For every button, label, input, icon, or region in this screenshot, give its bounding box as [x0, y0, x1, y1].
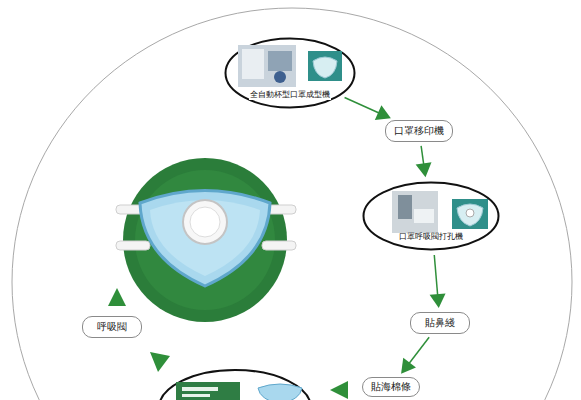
- ellipse-outline: [226, 39, 355, 108]
- cycle-outline: [12, 8, 572, 400]
- step-caption: 全自動杯型口罩成型機: [249, 91, 331, 100]
- flow-arrow: [416, 146, 432, 177]
- step-label: 口罩移印機: [394, 125, 444, 137]
- step-label: 貼海棉條: [371, 381, 411, 393]
- step-label: 呼吸閥: [97, 321, 127, 333]
- step-label: 貼鼻綫: [425, 317, 455, 329]
- ellipse-outline: [364, 183, 499, 250]
- step-caption: 口罩呼吸閥打孔機: [398, 233, 464, 242]
- process-ellipse: 全自動杯型口罩成型機: [224, 37, 356, 109]
- mask-picture: [116, 158, 296, 322]
- flow-arrow: [430, 255, 446, 308]
- bottom-step-picture: [159, 370, 311, 400]
- process-ellipse: 口罩呼吸閥打孔機: [362, 181, 500, 251]
- flow-arrow: [401, 337, 429, 374]
- process-box: 口罩移印機: [385, 120, 453, 142]
- process-box: 貼海棉條: [362, 377, 420, 397]
- flow-arrow: [345, 98, 391, 120]
- process-box: 呼吸閥: [82, 316, 142, 338]
- machine-photo: [238, 45, 342, 87]
- process-box: 貼鼻綫: [410, 312, 470, 334]
- machine-photo: [392, 191, 488, 233]
- flow-arrow: [108, 288, 348, 399]
